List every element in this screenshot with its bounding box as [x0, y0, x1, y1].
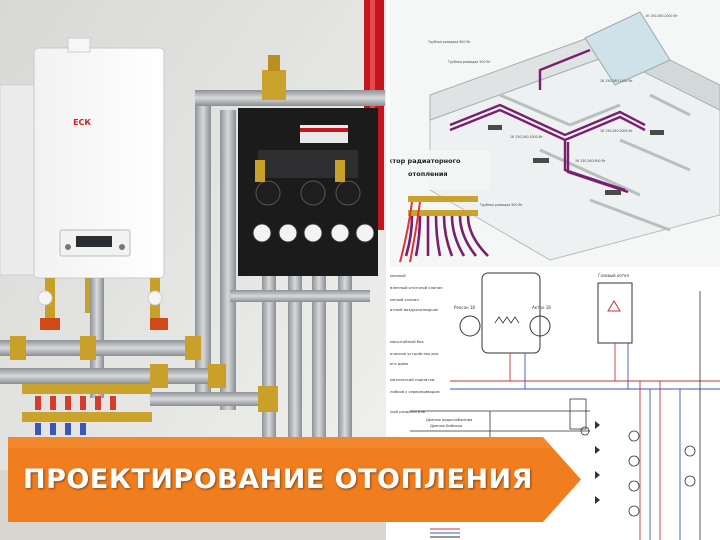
svg-text:1К 150.260.2000 Вт: 1К 150.260.2000 Вт — [600, 129, 633, 133]
svg-text:1К 150.260.1000 Вт: 1К 150.260.1000 Вт — [510, 135, 543, 139]
tank-left-label: Рексан 18 — [454, 305, 475, 310]
gas-boiler-label: Газовый котел — [598, 273, 630, 278]
schematic-list-item: матический подпитки — [390, 377, 435, 382]
pump-group — [238, 108, 378, 276]
svg-text:1К 150.260.2000 Вт: 1К 150.260.2000 Вт — [645, 14, 678, 18]
manifold-render — [399, 196, 489, 263]
boiler-room-photo: ЕСК — [0, 0, 386, 540]
svg-text:Трубная разводка 600 Вт: Трубная разводка 600 Вт — [427, 40, 471, 44]
svg-text:1К 150.260.900 Вт: 1К 150.260.900 Вт — [575, 159, 606, 163]
schematic-list-item: ный разделитель — [390, 409, 426, 414]
boiler-brand: ЕСК — [73, 118, 91, 127]
schematic-list-item: мпный клапан — [390, 297, 419, 302]
drain-label-1: Дренаж водоснабжения — [426, 418, 472, 422]
drain-label-2: Дренаж бойлера — [430, 424, 462, 428]
render-label-line2: отопления — [408, 170, 448, 178]
vertical-divider — [386, 0, 390, 540]
banner-arrow-shape — [8, 437, 581, 522]
manifold — [22, 384, 152, 435]
boiler-unit: ЕСК — [33, 37, 165, 279]
render-label-line1: ктор радиаторного — [390, 157, 461, 165]
boiler-room-illustration: ЕСК — [0, 0, 386, 540]
svg-text:Трубная разводка 500 Вт: Трубная разводка 500 Вт — [479, 203, 523, 207]
svg-text:Трубная разводка 500 Вт: Трубная разводка 500 Вт — [447, 60, 491, 64]
schematic-list-item: ого дома — [390, 361, 408, 366]
heating-3d-render: Трубная разводка 600 Вт Трубная разводка… — [390, 0, 720, 267]
schematic-list-item: лобков с сервоприводом — [390, 389, 440, 394]
horizontal-divider — [390, 267, 720, 271]
tank-right-label: Актро 18 — [532, 305, 551, 310]
schematic-list-item: вленный отсечной клапан — [390, 285, 443, 290]
schematic-list-item: масштабный бак — [390, 339, 424, 344]
schematic-list-item: атный воздухоотводчик — [390, 307, 439, 312]
schematic-list-item: ическое устройство для — [390, 351, 438, 356]
svg-text:1К 150.260.1500 Вт: 1К 150.260.1500 Вт — [600, 79, 633, 83]
banner-title: ПРОЕКТИРОВАНИЕ ОТОПЛЕНИЯ — [23, 464, 533, 495]
floorplan-3d-illustration: Трубная разводка 600 Вт Трубная разводка… — [390, 0, 720, 267]
title-banner: ПРОЕКТИРОВАНИЕ ОТОПЛЕНИЯ — [8, 437, 581, 522]
schematic-list-item: мпоный — [390, 273, 406, 278]
